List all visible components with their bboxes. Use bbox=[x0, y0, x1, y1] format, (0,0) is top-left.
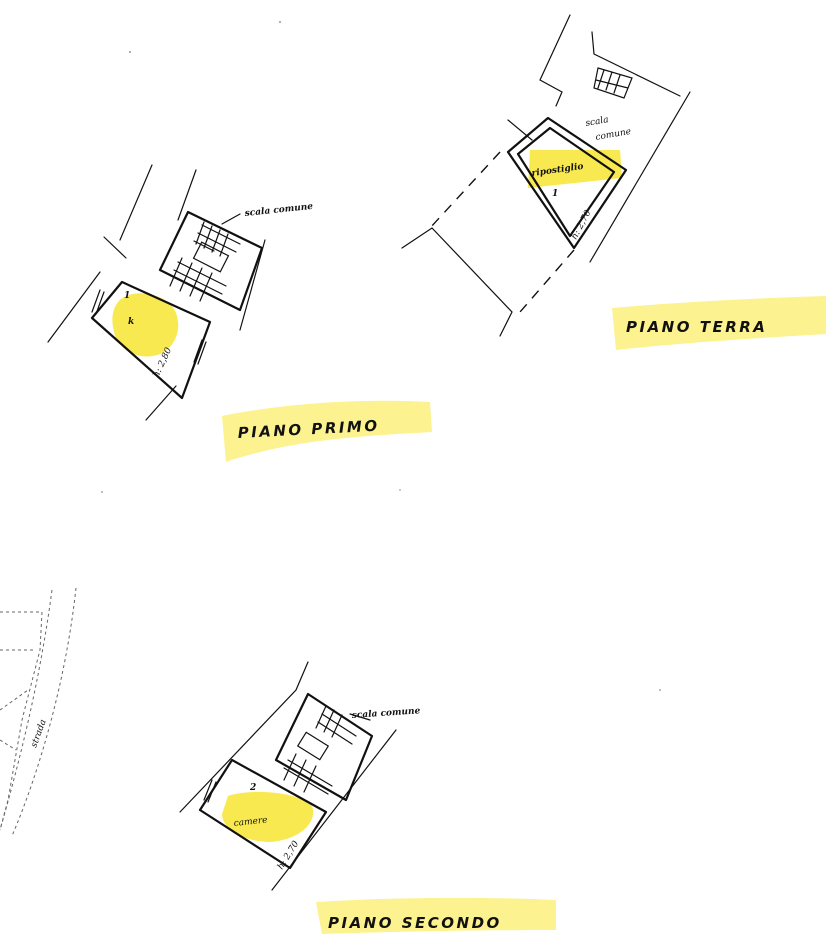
parcel-outline bbox=[0, 739, 17, 751]
parcel-outline bbox=[0, 611, 43, 831]
stair-label: scala bbox=[585, 115, 610, 129]
yard-line bbox=[401, 227, 513, 337]
room-marker: 1 bbox=[124, 291, 130, 301]
site-label: strada bbox=[29, 718, 48, 749]
stair-steps bbox=[593, 67, 633, 99]
room-highlight bbox=[222, 791, 314, 842]
road-edge bbox=[11, 587, 77, 837]
plan-title: PIANO SECONDO bbox=[328, 914, 502, 932]
stair-label: comune bbox=[595, 127, 632, 143]
room-label: k bbox=[128, 317, 134, 327]
stair-well bbox=[296, 731, 330, 761]
context-line bbox=[591, 31, 681, 97]
stair-steps bbox=[283, 753, 333, 795]
stair-steps bbox=[169, 257, 227, 302]
boundary-dashed bbox=[429, 151, 501, 229]
context-line bbox=[177, 169, 197, 221]
stair-steps bbox=[193, 221, 241, 257]
context-line bbox=[239, 239, 266, 331]
road-edge bbox=[0, 589, 53, 831]
plan-piano-terra: scala comune ripostiglio 1 h: 2,70 PIANO… bbox=[401, 14, 826, 350]
speck bbox=[101, 491, 103, 493]
room-walls bbox=[198, 758, 328, 870]
title-highlight bbox=[316, 897, 556, 934]
room-highlight bbox=[528, 150, 622, 188]
room-label: camere bbox=[233, 815, 268, 828]
plan-piano-secondo: scala comune 2 camere h: 2,70 PIANO SECO… bbox=[179, 661, 556, 934]
context-line bbox=[145, 385, 177, 421]
window-mark bbox=[193, 339, 207, 365]
stair-well bbox=[192, 241, 230, 273]
context-line bbox=[179, 661, 309, 813]
context-line bbox=[539, 14, 571, 107]
plan-piano-primo: scala comune 1 k h: 2,80 PIANO PRIMO bbox=[47, 164, 432, 462]
title-highlight bbox=[612, 296, 826, 350]
title-highlight bbox=[222, 400, 432, 462]
room-highlight bbox=[112, 293, 179, 357]
speck bbox=[659, 689, 661, 691]
speck bbox=[399, 489, 401, 491]
room-walls bbox=[506, 116, 628, 250]
context-line bbox=[103, 236, 127, 259]
stair-steps bbox=[315, 705, 357, 745]
context-line bbox=[507, 119, 533, 141]
boundary-dashed bbox=[519, 249, 575, 313]
speck bbox=[279, 21, 281, 23]
parcel-outline bbox=[0, 689, 29, 711]
stair-label: scala comune bbox=[352, 706, 421, 721]
stair-enclosure bbox=[274, 692, 374, 802]
stair-arrow bbox=[349, 713, 371, 721]
context-line bbox=[47, 271, 101, 343]
scan-specks bbox=[101, 21, 661, 691]
room-inner-walls bbox=[516, 126, 616, 238]
room-marker: 2 bbox=[249, 783, 256, 793]
plan-title: PIANO TERRA bbox=[626, 318, 767, 336]
stair-label: scala comune bbox=[244, 202, 314, 219]
speck bbox=[129, 51, 131, 53]
room-number: 1 bbox=[552, 189, 558, 199]
context-line bbox=[119, 164, 153, 241]
window-mark bbox=[203, 779, 217, 803]
room-walls bbox=[90, 280, 212, 400]
site-plan-fragment: strada bbox=[0, 587, 77, 837]
stair-enclosure bbox=[158, 210, 264, 312]
context-line bbox=[589, 91, 691, 263]
window-mark bbox=[91, 289, 105, 315]
stair-arrow bbox=[221, 213, 241, 225]
